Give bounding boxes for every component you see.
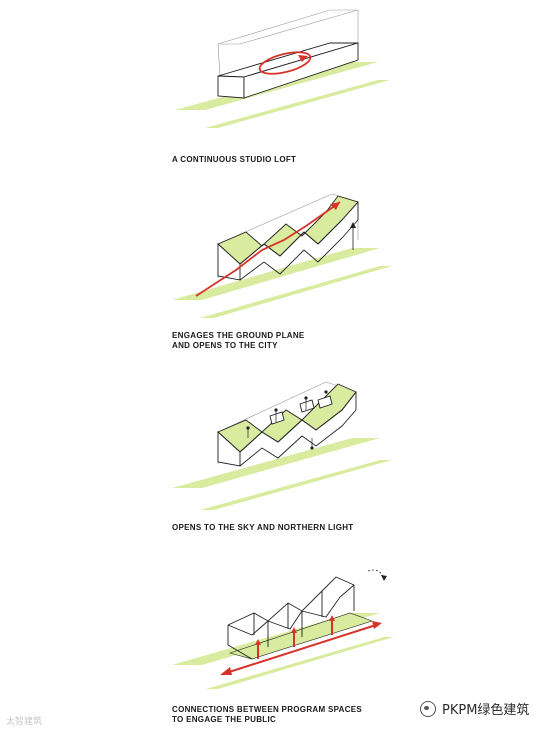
diagram-ground-plane xyxy=(172,193,392,318)
light-rays xyxy=(247,398,313,448)
ground-strip-2 xyxy=(206,637,394,689)
caption-panel-2: ENGAGES THE GROUND PLANE AND OPENS TO TH… xyxy=(172,331,305,351)
connection-arrowheads xyxy=(220,615,382,675)
caption-panel-4: CONNECTIONS BETWEEN PROGRAM SPACES TO EN… xyxy=(172,705,362,725)
floor-plane xyxy=(228,612,373,660)
loft-block xyxy=(217,42,359,99)
public-connections xyxy=(225,619,377,674)
panel-opens-to-sky: OPENS TO THE SKY AND NORTHERN LIGHT xyxy=(0,370,550,540)
caption-line: ENGAGES THE GROUND PLANE xyxy=(172,331,305,340)
ground-strip-1 xyxy=(172,438,380,488)
caption-line: AND OPENS TO THE CITY xyxy=(172,341,278,350)
diagram-continuous-loft xyxy=(175,9,390,128)
panel-continuous-studio-loft: A CONTINUOUS STUDIO LOFT xyxy=(0,0,550,170)
caption-line: CONNECTIONS BETWEEN PROGRAM SPACES xyxy=(172,705,363,714)
zigzag-roof xyxy=(217,195,359,281)
panel-connections-program: CONNECTIONS BETWEEN PROGRAM SPACES TO EN… xyxy=(0,555,550,733)
caption-line: A CONTINUOUS STUDIO LOFT xyxy=(172,155,297,164)
light-markers xyxy=(246,390,328,450)
circulation-loop xyxy=(258,51,312,75)
program-volumes xyxy=(227,576,355,660)
dashed-curve-arrow xyxy=(367,569,387,581)
ground-strip-2 xyxy=(205,80,390,128)
circulation-path xyxy=(195,201,341,297)
caption-panel-3: OPENS TO THE SKY AND NORTHERN LIGHT xyxy=(172,523,353,533)
watermark-right: PKPM绿色建筑 xyxy=(420,699,529,718)
zigzag-roof-skylights xyxy=(217,383,357,467)
ground-strip-2 xyxy=(200,266,392,318)
caption-line: OPENS TO THE SKY AND NORTHERN LIGHT xyxy=(172,523,354,532)
ground-strip-2 xyxy=(200,460,392,510)
vertical-arrow xyxy=(350,222,356,250)
wechat-icon xyxy=(420,700,436,717)
watermark-left: 太智建筑 xyxy=(6,717,43,727)
wireframe-volume xyxy=(217,9,359,77)
panel-engages-ground-plane: ENGAGES THE GROUND PLANE AND OPENS TO TH… xyxy=(0,180,550,360)
diagram-connections xyxy=(172,569,394,689)
ground-strip-1 xyxy=(172,248,380,300)
caption-line: TO ENGAGE THE PUBLIC xyxy=(172,715,277,724)
diagram-sky-light xyxy=(172,381,392,510)
caption-panel-1: A CONTINUOUS STUDIO LOFT xyxy=(172,155,296,165)
watermark-right-text: PKPM绿色建筑 xyxy=(442,703,530,718)
